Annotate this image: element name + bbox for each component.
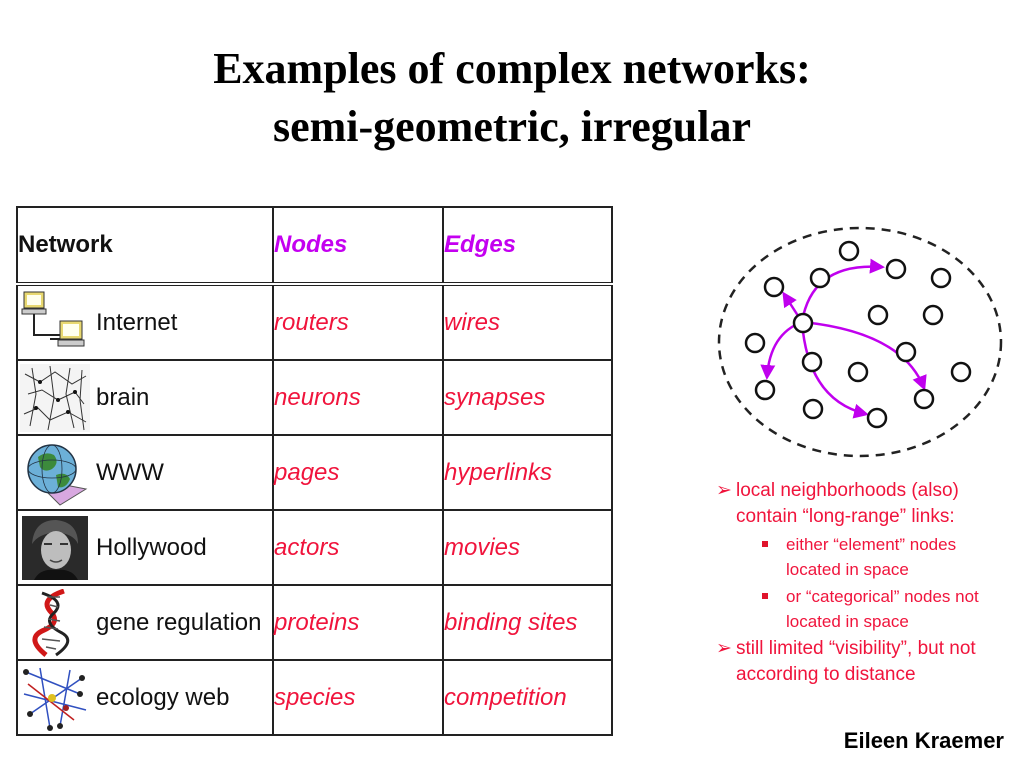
nodes-cell: actors [272, 509, 444, 586]
network-label: brain [96, 383, 150, 411]
network-label: gene regulation [96, 608, 262, 636]
header-edges: Edges [442, 206, 613, 286]
note-point-1: ➢ local neighborhoods (also) contain “lo… [712, 478, 1012, 530]
edges-cell: hyperlinks [442, 434, 613, 511]
network-cell: ecology web [16, 659, 274, 736]
edges-cell: synapses [442, 359, 613, 436]
title-line-1: Examples of complex networks: [213, 44, 811, 93]
networks-table: Network Nodes Edges Internet routers wir… [16, 206, 613, 736]
edges-cell: wires [442, 283, 613, 361]
dna-helix-icon [32, 589, 70, 657]
square-bullet-icon [762, 593, 768, 599]
network-cell: gene regulation [16, 584, 274, 661]
table-row: Internet routers wires [16, 283, 613, 361]
table-row: ecology web species competition [16, 659, 613, 736]
notes-panel: ➢ local neighborhoods (also) contain “lo… [712, 478, 1012, 688]
food-web-icon [23, 667, 87, 731]
network-nodes [744, 240, 972, 429]
square-bullet-icon [762, 541, 768, 547]
edges-cell: movies [442, 509, 613, 586]
table-row: Hollywood actors movies [16, 509, 613, 586]
network-cell: brain [16, 359, 274, 436]
network-label: ecology web [96, 683, 230, 711]
note-point-2: ➢ still limited “visibility”, but not ac… [712, 636, 1012, 688]
note-sub-2-text: or “categorical” nodes not located in sp… [786, 587, 979, 631]
nodes-cell: pages [272, 434, 444, 511]
arrow-bullet-icon: ➢ [716, 638, 732, 659]
note-sub-2: or “categorical” nodes not located in sp… [712, 584, 1012, 634]
note-point-2-text: still limited “visibility”, but not acco… [736, 638, 976, 685]
neighborhood-boundary [717, 226, 1003, 458]
nodes-cell: neurons [272, 359, 444, 436]
long-range-links [760, 258, 927, 419]
globe-icon [27, 444, 88, 506]
note-point-1-text: local neighborhoods (also) contain “long… [736, 480, 959, 527]
edges-cell: competition [442, 659, 613, 736]
table-row: gene regulation proteins binding sites [16, 584, 613, 661]
network-label: Internet [96, 308, 178, 336]
network-label: Hollywood [96, 533, 207, 561]
computer-network-icon [21, 291, 85, 347]
actor-portrait-icon [22, 516, 88, 580]
nodes-cell: routers [272, 283, 444, 361]
network-label: WWW [96, 458, 164, 486]
network-diagram [717, 226, 1003, 458]
network-cell: Internet [16, 283, 274, 361]
network-cell: WWW [16, 434, 274, 511]
slide-title: Examples of complex networks: semi-geome… [0, 40, 1024, 156]
header-network: Network [16, 206, 274, 286]
neuron-tissue-icon [20, 364, 90, 432]
network-cell: Hollywood [16, 509, 274, 586]
table-row: WWW pages hyperlinks [16, 434, 613, 511]
title-line-2: semi-geometric, irregular [272, 102, 752, 151]
table-row: brain neurons synapses [16, 359, 613, 436]
header-nodes: Nodes [272, 206, 444, 286]
note-sub-1: either “element” nodes located in space [712, 532, 1012, 582]
author-name: Eileen Kraemer [843, 728, 1004, 753]
nodes-cell: species [272, 659, 444, 736]
table-header-row: Network Nodes Edges [16, 206, 613, 286]
nodes-cell: proteins [272, 584, 444, 661]
edges-cell: binding sites [442, 584, 613, 661]
note-sub-1-text: either “element” nodes located in space [786, 535, 957, 579]
arrow-bullet-icon: ➢ [716, 480, 732, 501]
